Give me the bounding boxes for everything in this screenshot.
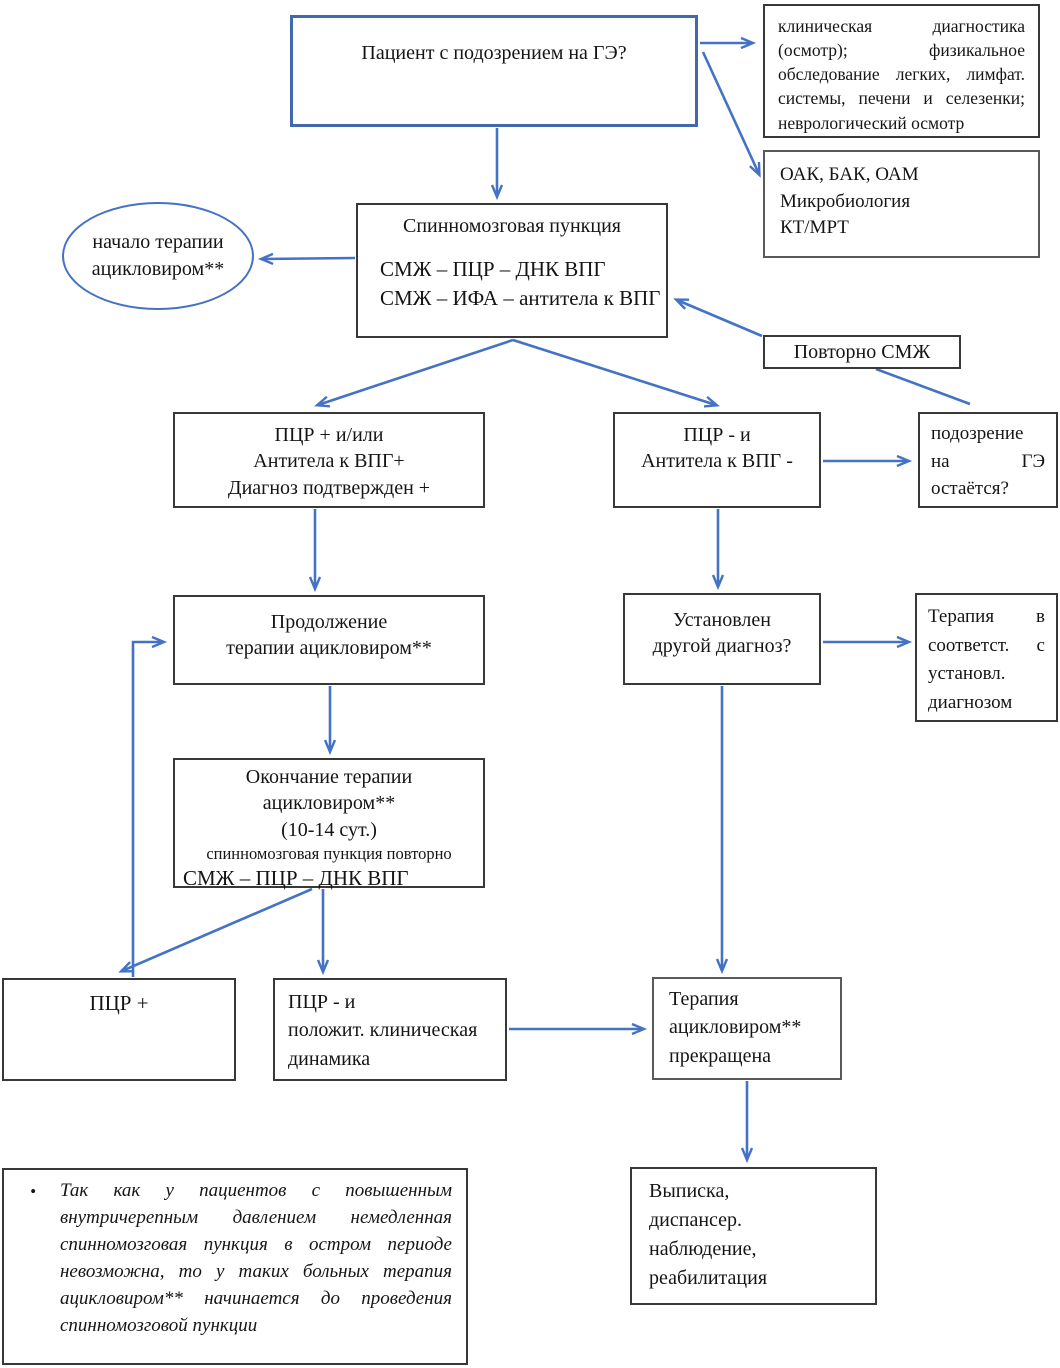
start-acyclovir-label: начало терапии ацикловиром**: [91, 231, 225, 280]
end-therapy-csf-test-label: СМЖ – ПЦР – ДНК ВПГ: [183, 865, 409, 890]
pcr-positive-branch-box: ПЦР + и/или Антитела к ВПГ+ Диагноз подт…: [173, 412, 485, 508]
line-suspicion-to-repeat-csf: [875, 367, 971, 406]
lumbar-puncture-title: Спинномозговая пункция: [402, 215, 622, 237]
patient-suspected-ge-label: Пациент с подозрением на ГЭ?: [361, 42, 627, 64]
therapy-per-diagnosis-box: Терапия в соответст. с установл. диагноз…: [915, 593, 1058, 722]
pcr-positive-result-box: ПЦР +: [2, 978, 236, 1081]
therapy-stopped-label: Терапия ацикловиром** прекращена: [669, 988, 802, 1067]
end-therapy-box: Окончание терапии ацикловиром** (10-14 с…: [173, 758, 485, 890]
repeat-csf-label: Повторно СМЖ: [793, 341, 931, 363]
suspicion-remains-label: подозрение на ГЭ остаётся?: [931, 423, 1045, 500]
other-diagnosis-label: Установлен другой диагноз?: [652, 609, 792, 658]
arrow-patient-to-lab: [701, 51, 761, 178]
other-diagnosis-box: Установлен другой диагноз?: [623, 593, 821, 685]
pcr-negative-branch-label: ПЦР - и Антитела к ВПГ -: [641, 424, 793, 473]
therapy-per-diagnosis-label: Терапия в соответст. с установл. диагноз…: [928, 606, 1045, 713]
start-acyclovir-ellipse: начало терапии ацикловиром**: [62, 202, 254, 310]
pcr-positive-branch-label: ПЦР + и/или Антитела к ВПГ+ Диагноз подт…: [227, 424, 431, 499]
lumbar-puncture-tests: СМЖ – ПЦР – ДНК ВПГ СМЖ – ИФА – антитела…: [380, 257, 661, 310]
continue-therapy-box: Продолжение терапии ацикловиром**: [173, 595, 485, 685]
discharge-box: Выписка, диспансер. наблюдение, реабилит…: [630, 1167, 877, 1305]
pcr-positive-result-label: ПЦР +: [89, 991, 149, 1015]
arrow-repeat-csf-to-puncture: [673, 298, 763, 338]
patient-suspected-ge-box: Пациент с подозрением на ГЭ?: [290, 15, 698, 127]
therapy-stopped-box: Терапия ацикловиром** прекращена: [652, 977, 842, 1080]
pcr-negative-result-box: ПЦР - и положит. клиническая динамика: [273, 978, 507, 1081]
arrow-puncture-to-pcr-negative: [512, 338, 720, 408]
footnote-bullet: •: [30, 1182, 36, 1201]
end-therapy-main-label: Окончание терапии ацикловиром** (10-14 с…: [245, 766, 413, 841]
clinical-diagnostics-label: клиническая диагностика (осмотр); физика…: [778, 16, 1025, 133]
repeat-csf-box: Повторно СМЖ: [763, 335, 961, 369]
arrow-puncture-to-pcr-positive: [314, 338, 514, 408]
lab-tests-label: ОАК, БАК, ОАМ Микробиология КТ/МРТ: [780, 164, 919, 239]
clinical-diagnostics-box: клиническая диагностика (осмотр); физика…: [763, 4, 1040, 138]
end-therapy-repeat-puncture-label: спинномозговая пункция повторно: [206, 844, 452, 864]
footnote-text: Так как у пациентов с повышенным внутрич…: [60, 1180, 452, 1336]
pcr-negative-branch-box: ПЦР - и Антитела к ВПГ -: [613, 412, 821, 508]
arrow-pcr-positive-feedback-to-continue: [131, 635, 168, 977]
arrow-end-therapy-to-pcr-positive-result: [118, 887, 313, 973]
continue-therapy-label: Продолжение терапии ацикловиром**: [226, 611, 432, 660]
lab-tests-box: ОАК, БАК, ОАМ Микробиология КТ/МРТ: [763, 150, 1040, 258]
discharge-label: Выписка, диспансер. наблюдение, реабилит…: [649, 1180, 768, 1289]
pcr-negative-result-label: ПЦР - и положит. клиническая динамика: [288, 991, 478, 1070]
footnote-box: • Так как у пациентов с повышенным внутр…: [2, 1168, 468, 1365]
lumbar-puncture-box: Спинномозговая пункция СМЖ – ПЦР – ДНК В…: [356, 203, 668, 338]
suspicion-remains-box: подозрение на ГЭ остаётся?: [918, 412, 1058, 508]
arrow-puncture-to-start-therapy: [257, 252, 356, 265]
